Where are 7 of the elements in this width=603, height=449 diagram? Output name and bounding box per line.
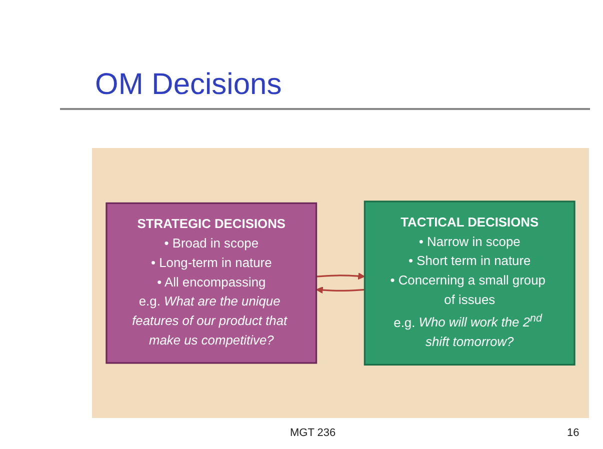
page-number: 16 bbox=[567, 427, 580, 439]
node-box: TACTICAL DECISIONS • Narrow in scope • Short term in nature • Concerning a small group of issues e.g. Who will work the 2$^{nd}$ shift tomorrow? bbox=[364, 200, 576, 366]
footer-text: MGT 236 bbox=[290, 427, 336, 439]
slide-title: OM Decisions bbox=[95, 68, 282, 102]
arrow bbox=[316, 272, 366, 280]
node-box: STRATEGIC DECISIONS • Broad in scope • Long-term in nature • All encompassing e.g. What are the unique features of our product that make us competitive? bbox=[106, 202, 318, 364]
arrow bbox=[316, 286, 365, 294]
